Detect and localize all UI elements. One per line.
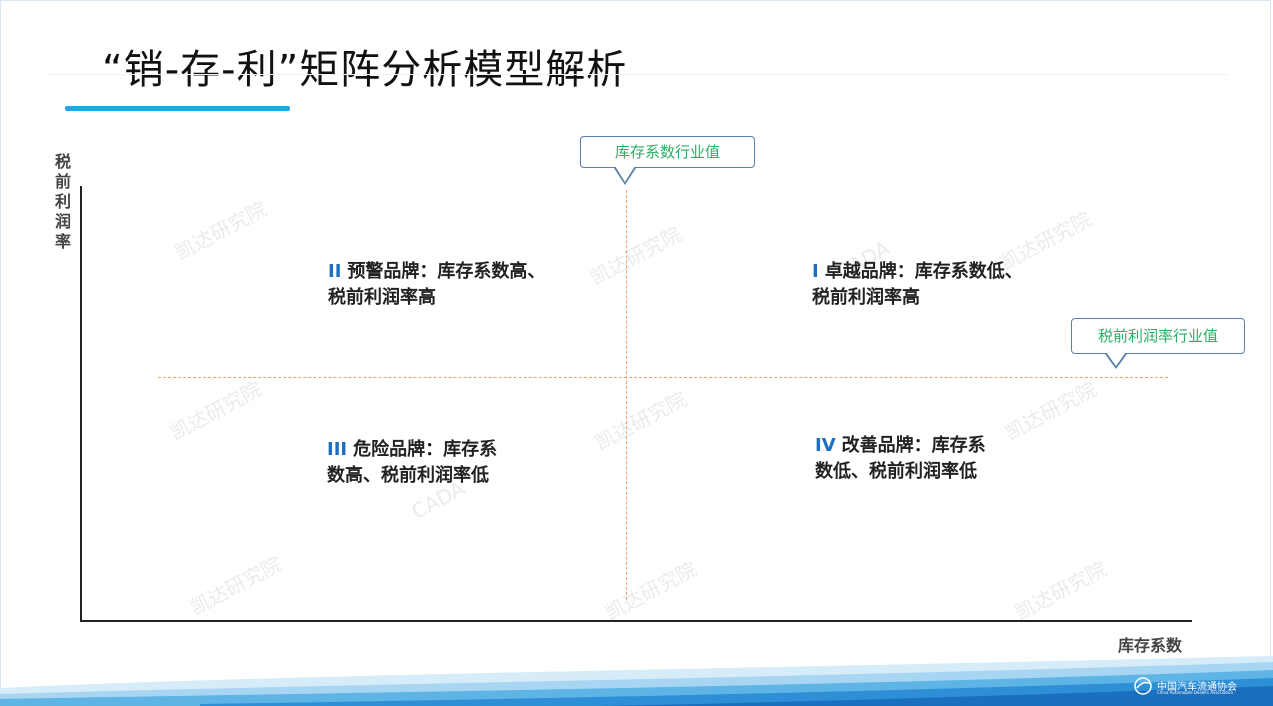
quadrant-number: I bbox=[812, 261, 819, 282]
logo-subtext: China Automobile Dealers Association bbox=[1157, 690, 1234, 695]
quadrant-line-2: 税前利润率高 bbox=[328, 287, 436, 308]
page-title: “销-存-利”矩阵分析模型解析 bbox=[102, 47, 628, 93]
profit-benchmark-line bbox=[158, 377, 1168, 378]
callout-label: 税前利润率行业值 bbox=[1097, 327, 1218, 345]
callout-tail-fill bbox=[1106, 352, 1126, 366]
x-axis-label: 库存系数 bbox=[1118, 636, 1183, 655]
inventory-benchmark-callout: 库存系数行业值 bbox=[580, 136, 755, 185]
quadrant-number: IV bbox=[815, 435, 836, 456]
title-accent-bar bbox=[65, 106, 290, 111]
title-divider bbox=[48, 74, 1228, 75]
quadrant-number: II bbox=[328, 261, 342, 282]
y-axis-label: 税前利润率 bbox=[54, 152, 71, 251]
quadrant-line-2: 数低、税前利润率低 bbox=[815, 461, 977, 482]
cada-logo-icon bbox=[1134, 677, 1152, 695]
inventory-benchmark-line bbox=[626, 190, 627, 600]
quadrant-text: 卓越品牌：库存系数低、 bbox=[824, 261, 1023, 282]
quadrant-text: 预警品牌：库存系数高、 bbox=[347, 261, 546, 282]
quadrant-line-2: 税前利润率高 bbox=[812, 287, 920, 308]
callout-label: 库存系数行业值 bbox=[614, 143, 720, 161]
y-axis bbox=[80, 186, 82, 622]
quadrant-line-2: 数高、税前利润率低 bbox=[327, 465, 489, 486]
logo-text: 中国汽车流通协会 bbox=[1157, 682, 1237, 693]
x-axis bbox=[80, 620, 1192, 622]
footer-wave bbox=[0, 656, 1273, 706]
quadrant-text: 危险品牌：库存系 bbox=[353, 439, 498, 460]
callout-tail-fill bbox=[615, 166, 635, 182]
quadrant-text: 改善品牌：库存系 bbox=[841, 435, 986, 456]
footer-logo: 中国汽车流通协会 China Automobile Dealers Associ… bbox=[1133, 676, 1263, 698]
quadrant-number: III bbox=[327, 439, 348, 460]
profit-benchmark-callout: 税前利润率行业值 bbox=[1071, 318, 1245, 369]
